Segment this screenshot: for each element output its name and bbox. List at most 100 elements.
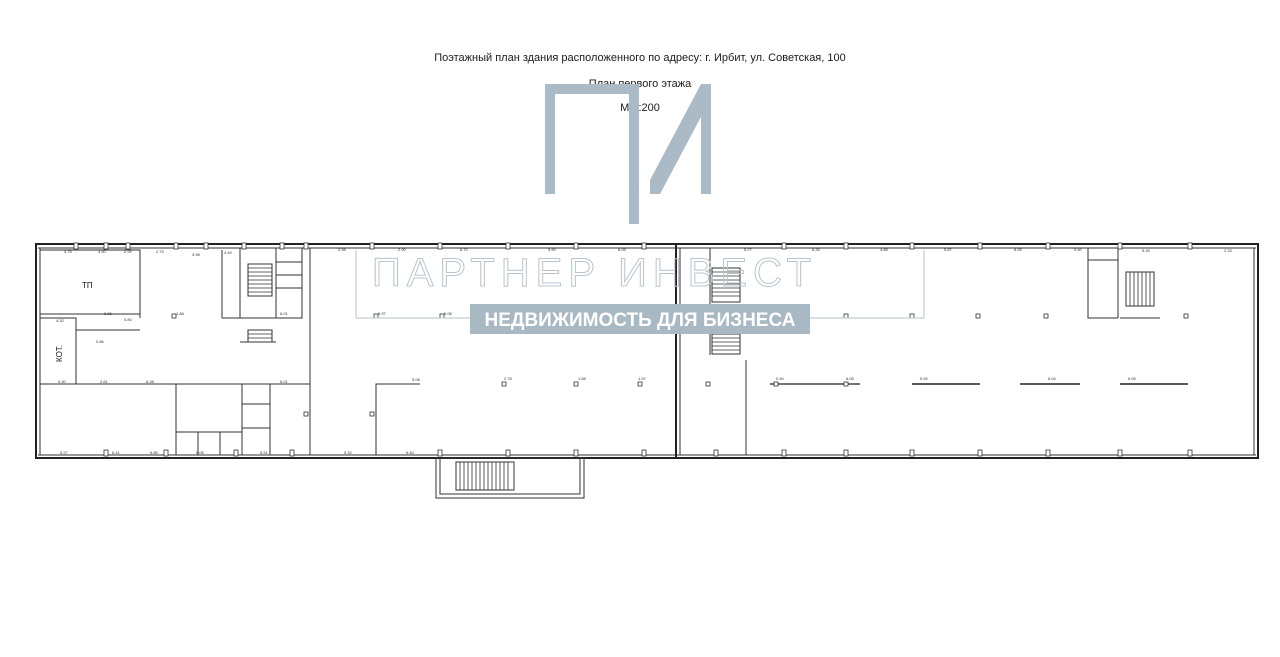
wall-column	[103, 449, 109, 457]
wall-column	[163, 449, 169, 457]
wall-column	[437, 242, 443, 250]
wall-column	[573, 242, 579, 250]
dimension-label: 2.33	[1224, 248, 1233, 253]
interior-column	[303, 411, 309, 417]
dimension-label: 5.40	[406, 450, 415, 455]
dimension-label: 6.26	[812, 247, 821, 252]
dimension-label: 6.05	[846, 376, 855, 381]
wall-column	[103, 242, 109, 250]
wall-column	[843, 449, 849, 457]
wall-column	[641, 449, 647, 457]
stairs-right	[1120, 271, 1160, 319]
wall-column	[1187, 242, 1193, 250]
wall-column	[909, 242, 915, 250]
dimension-label: 6.05	[1128, 376, 1137, 381]
dimension-label: 4.75	[64, 249, 73, 254]
wall-column	[713, 449, 719, 457]
watermark-banner: НЕДВИЖИМОСТЬ ДЛЯ БИЗНЕСА	[470, 304, 810, 334]
dimension-label: 5.45	[1142, 248, 1151, 253]
dimension-label: 6.01	[280, 311, 289, 316]
dimension-label: 4.49	[224, 250, 233, 255]
dimension-label: 6.01	[280, 379, 289, 384]
wall-column	[781, 242, 787, 250]
wall-column	[573, 449, 579, 457]
wall-column	[1187, 449, 1193, 457]
watermark-logo	[545, 84, 711, 224]
wall-column	[1045, 449, 1051, 457]
dimension-label: 1.58	[578, 376, 587, 381]
dimension-label: 6.05	[618, 247, 627, 252]
interior-column	[637, 381, 643, 387]
wall-column	[781, 449, 787, 457]
wall-column	[437, 449, 443, 457]
wall-column	[279, 242, 285, 250]
dimension-label: 2.78	[504, 376, 513, 381]
interior-column	[773, 381, 779, 387]
dimension-label: 5.08	[444, 311, 453, 316]
dimension-label: 3.98	[192, 252, 201, 257]
dimension-label: 0.86	[96, 339, 105, 344]
wall-column	[233, 449, 239, 457]
dimension-label: 0.40	[776, 376, 785, 381]
dimension-label: 5.92	[920, 376, 929, 381]
dimension-label: 0.80	[124, 317, 133, 322]
dimension-label: 6.05	[1014, 247, 1023, 252]
dimension-label: 5.90	[548, 247, 557, 252]
wall-column	[241, 242, 247, 250]
dimension-label: 4.00	[98, 249, 107, 254]
room-label-tp: ТП	[82, 281, 93, 290]
dimension-label: 4.32	[56, 318, 65, 323]
interior-column	[171, 313, 177, 319]
watermark-company: ПАРТНЕР ИНВЕСТ	[355, 250, 925, 319]
entrance-porch	[435, 457, 585, 499]
wall-marks	[73, 242, 1193, 457]
interior-column	[501, 381, 507, 387]
dimension-label: 2.98	[338, 247, 347, 252]
wall-column	[125, 242, 131, 250]
stairs-center	[711, 267, 741, 355]
room-label-kot: КОТ.	[55, 345, 64, 362]
wall-column	[1117, 242, 1123, 250]
wall-column	[173, 242, 179, 250]
wall-column	[203, 242, 209, 250]
dimension-label: 2.61	[100, 379, 109, 384]
stairs-left	[247, 263, 273, 343]
dimension-label: 5.85	[150, 450, 159, 455]
wall-column	[1045, 242, 1051, 250]
dimension-label: 2.92	[124, 249, 133, 254]
watermark-company-text: ПАРТНЕР ИНВЕСТ	[372, 251, 817, 295]
dimension-label: 5.06	[196, 450, 205, 455]
dimension-label: 5.30	[58, 379, 67, 384]
wall-column	[73, 242, 79, 250]
dimension-label: 1.57	[638, 376, 647, 381]
wall-column	[289, 449, 295, 457]
dimension-label: 6.28	[146, 379, 155, 384]
dimension-label: 5.32	[344, 450, 353, 455]
dimension-label: 6.41	[112, 450, 121, 455]
dimension-label: 6.70	[460, 247, 469, 252]
wall-column	[641, 242, 647, 250]
dimension-label: 4.88	[880, 247, 889, 252]
dimension-label: 5.51	[260, 450, 269, 455]
dimension-label: 5.27	[60, 450, 69, 455]
wall-column	[505, 242, 511, 250]
dimension-label: 5.08	[412, 377, 421, 382]
interior-column	[573, 381, 579, 387]
dimension-label: 1.88	[176, 311, 185, 316]
watermark-slogan: НЕДВИЖИМОСТЬ ДЛЯ БИЗНЕСА	[485, 310, 796, 331]
wall-column	[843, 242, 849, 250]
wall-column	[369, 242, 375, 250]
interior-column	[705, 381, 711, 387]
dimension-label: 0.40	[1074, 247, 1083, 252]
wall-column	[977, 449, 983, 457]
interior-column	[1043, 313, 1049, 319]
dimension-label: 2.90	[398, 247, 407, 252]
plan-title: Поэтажный план здания расположенного по …	[434, 52, 846, 64]
wall-column	[505, 449, 511, 457]
dimension-label: 5.27	[744, 247, 753, 252]
dimension-label: 5.97	[378, 311, 387, 316]
interior-column	[369, 411, 375, 417]
interior-column	[843, 381, 849, 387]
